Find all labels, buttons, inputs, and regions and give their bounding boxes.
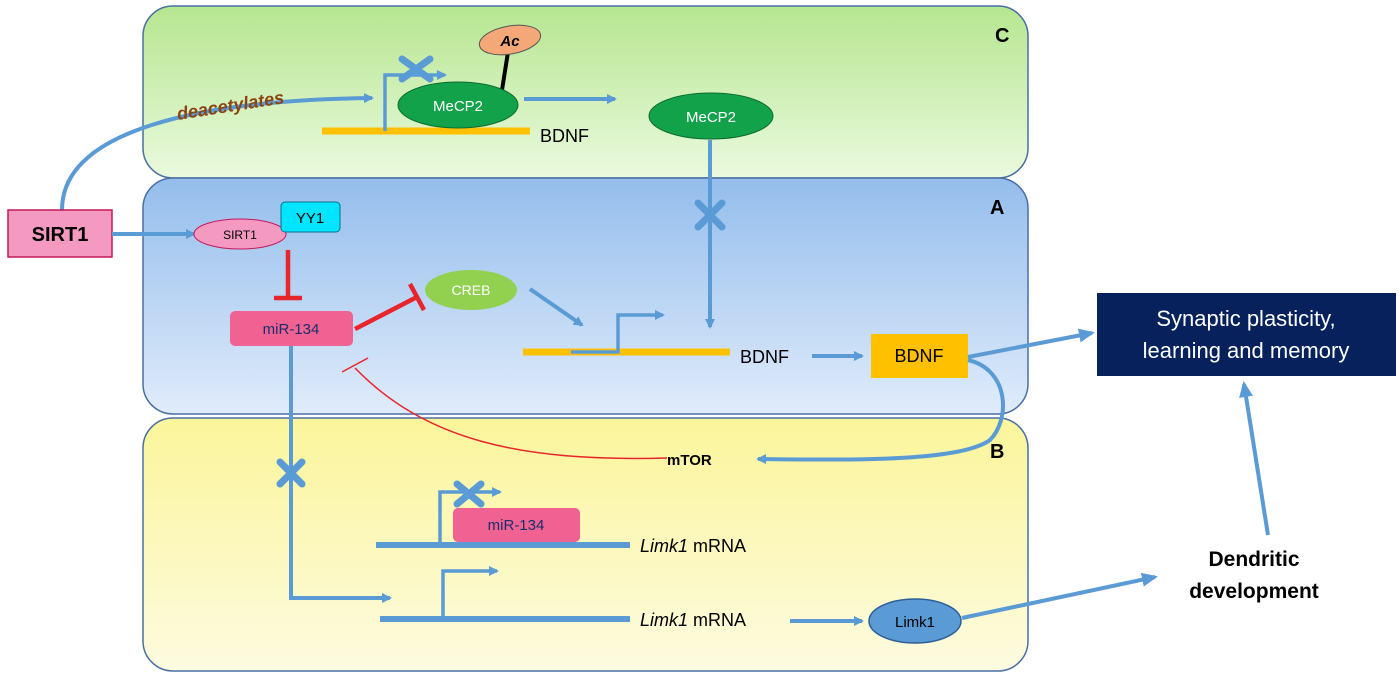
limk1-mrna-suffix-2: mRNA bbox=[688, 610, 746, 630]
panel-b-letter: B bbox=[990, 441, 1004, 463]
bdnf-gene-label-c: BDNF bbox=[540, 126, 589, 146]
blocked-x-b1 bbox=[453, 480, 485, 508]
limk1-mrna-label-2: Limk1 mRNA bbox=[640, 610, 746, 630]
inhibition-mtor-bar bbox=[341, 357, 369, 373]
mir134-label-b: miR-134 bbox=[488, 517, 545, 534]
arrow-bdnf-to-synaptic bbox=[967, 328, 1095, 359]
arrow-creb-to-promoter bbox=[528, 287, 584, 327]
limk1-mrna-italic-1: Limk1 bbox=[640, 536, 688, 556]
creb-ellipse bbox=[425, 270, 517, 310]
limk1-ellipse bbox=[868, 598, 962, 644]
ac-label: Ac bbox=[499, 33, 520, 50]
mecp2-free-ellipse bbox=[648, 92, 774, 140]
bdnf-protein-label: BDNF bbox=[895, 346, 944, 366]
bdnf-protein-box bbox=[871, 334, 968, 378]
panel-a-letter: A bbox=[990, 197, 1004, 219]
ac-stalk bbox=[500, 51, 510, 91]
panel-c-letter: C bbox=[995, 25, 1009, 47]
limk1-mrna-suffix-1: mRNA bbox=[688, 536, 746, 556]
synaptic-line1: Synaptic plasticity, bbox=[1156, 306, 1335, 331]
yy1-label: YY1 bbox=[296, 210, 324, 227]
sirt1-ellipse bbox=[193, 218, 287, 250]
mir134-box-a bbox=[230, 311, 353, 346]
arrow-mir134-to-limk1 bbox=[289, 346, 392, 603]
promoter-arrow-b2 bbox=[441, 566, 499, 619]
arrow-limk1-to-dendritic bbox=[961, 572, 1158, 620]
limk1-label: Limk1 bbox=[895, 614, 935, 631]
mecp2-bound-ellipse bbox=[397, 81, 519, 129]
synaptic-line2: learning and memory bbox=[1143, 338, 1350, 363]
ac-ellipse bbox=[478, 24, 542, 56]
blocked-x-c bbox=[398, 55, 434, 83]
promoter-arrow-a bbox=[571, 310, 665, 354]
limk1-mrna-label-1: Limk1 mRNA bbox=[640, 536, 746, 556]
sirt1-ellipse-label: SIRT1 bbox=[223, 228, 257, 242]
blocked-x-mecp2 bbox=[694, 199, 726, 231]
arrow-dendritic-to-synaptic bbox=[1239, 381, 1270, 536]
dendritic-line1: Dendritic bbox=[1208, 548, 1299, 571]
mecp2-bound-label: MeCP2 bbox=[433, 98, 483, 115]
bdnf-gene-label-a: BDNF bbox=[740, 347, 789, 367]
mir134-label-a: miR-134 bbox=[263, 321, 320, 338]
creb-label: CREB bbox=[452, 282, 491, 298]
inhibition-mir134-creb bbox=[353, 282, 426, 331]
inhibition-sirt1-mir134 bbox=[274, 250, 302, 301]
mecp2-free-label: MeCP2 bbox=[686, 109, 736, 126]
mtor-label: mTOR bbox=[667, 452, 712, 469]
panel-a bbox=[142, 177, 1029, 415]
mir134-box-b bbox=[453, 508, 580, 542]
sirt1-box bbox=[7, 209, 113, 258]
arrow-sirt1-to-mecp2-promoter bbox=[60, 93, 374, 211]
synaptic-box bbox=[1097, 293, 1396, 376]
yy1-box bbox=[280, 201, 341, 233]
arrow-bdnf-to-mtor bbox=[756, 358, 1005, 465]
dendritic-line2: development bbox=[1189, 580, 1319, 603]
limk1-mrna-italic-2: Limk1 bbox=[640, 610, 688, 630]
sirt1-box-label: SIRT1 bbox=[32, 224, 89, 246]
inhibition-mtor-mir134 bbox=[354, 367, 668, 460]
blocked-x-mir134 bbox=[276, 458, 306, 488]
promoter-arrow-b1 bbox=[438, 487, 502, 545]
